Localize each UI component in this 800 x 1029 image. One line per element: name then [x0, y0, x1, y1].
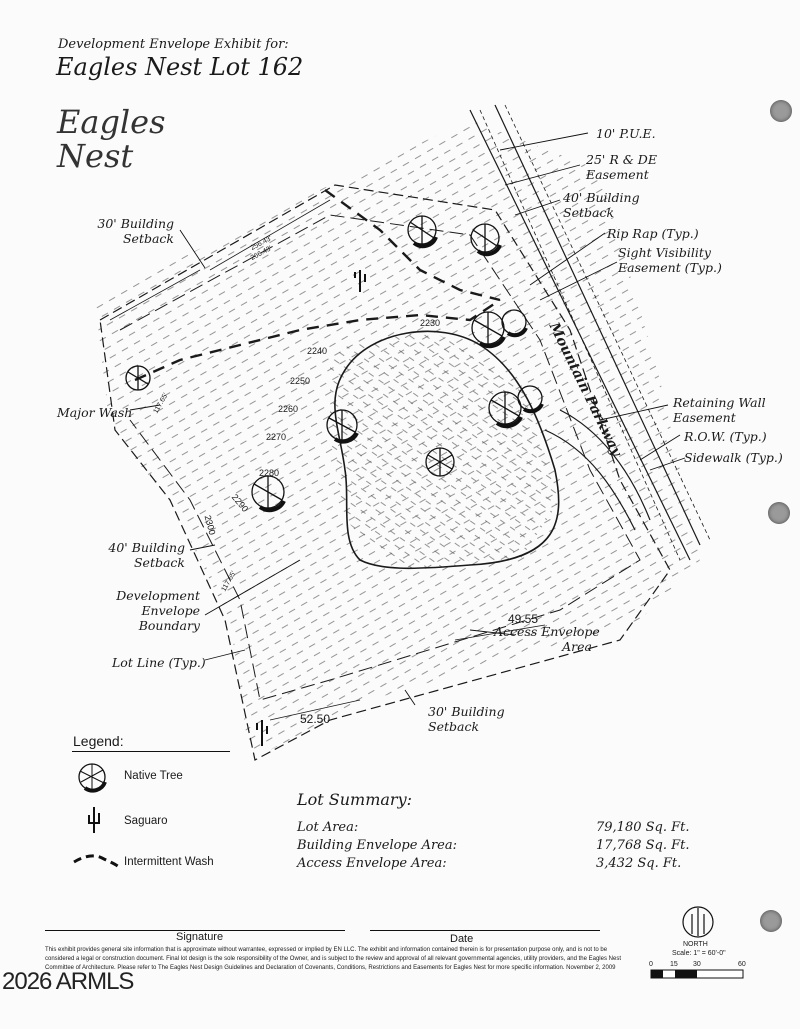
contour-label: 2240 — [307, 346, 328, 356]
building-setback-40-left: 40' Building Setback — [100, 540, 185, 570]
rde-line-1: 25' R & DE — [586, 152, 657, 167]
native-tree-icon — [517, 385, 544, 414]
summary-label: Lot Area: — [297, 820, 359, 835]
rip-rap-label: Rip Rap (Typ.) — [607, 226, 699, 241]
summary-value: 3,432 Sq. Ft. — [596, 856, 682, 871]
signature-line — [45, 930, 345, 931]
retain-line-2: Easement — [673, 410, 736, 425]
scale-tick: 60 — [738, 961, 746, 968]
setback-line-2: Setback — [563, 205, 615, 220]
native-trees — [125, 215, 544, 513]
access-line-1: Access Envelope — [494, 624, 600, 639]
contour-label: 2280 — [259, 468, 280, 478]
north-arrow-graphic — [682, 906, 714, 938]
lot-line — [99, 184, 671, 761]
eagles-nest-logo: Eagles Nest — [57, 103, 166, 175]
legend-heading: Legend: — [73, 733, 124, 749]
scale-label: Scale: 1" = 60'-0" — [672, 950, 726, 957]
setback-line-2: Setback — [133, 555, 185, 570]
scale-tick: 0 — [649, 961, 653, 968]
native-tree-icon — [407, 215, 438, 249]
scale-tick: 15 — [670, 961, 678, 968]
saguaro-icon — [88, 807, 100, 833]
legend-underline — [72, 751, 230, 752]
building-setback-30-left: 30' Building Setback — [92, 216, 174, 246]
pue-label: 10' P.U.E. — [596, 126, 656, 141]
setback-line-1: 40' Building — [563, 190, 640, 205]
dev-line-1: Development — [116, 588, 200, 603]
contour-label: 2260 — [278, 404, 299, 414]
native-tree-icon — [488, 391, 523, 429]
retaining-wall-label: Retaining Wall Easement — [673, 395, 766, 425]
sight-visibility-label: Sight Visibility Easement (Typ.) — [618, 245, 722, 275]
binder-hole — [770, 100, 792, 122]
saguaro-icon — [354, 270, 366, 292]
building-setback-30-bottom: 30' Building Setback — [428, 704, 505, 734]
contour-label: 2270 — [266, 432, 287, 442]
exhibit-title: Eagles Nest Lot 162 — [56, 53, 304, 81]
setback-line-1: 30' Building — [97, 216, 174, 231]
native-tree-icon — [326, 409, 359, 444]
lot-summary-heading: Lot Summary: — [297, 790, 412, 809]
native-tree-icon — [251, 475, 286, 513]
contour-label: 2230 — [420, 318, 441, 328]
access-line-2: Area — [562, 639, 592, 654]
setback-line-1: 30' Building — [428, 704, 505, 719]
summary-value: 17,768 Sq. Ft. — [596, 838, 690, 853]
row-label: R.O.W. (Typ.) — [684, 429, 767, 444]
saguaro-icon — [256, 720, 268, 746]
setback-line-2: Setback — [428, 719, 480, 734]
legend-item-label: Intermittent Wash — [124, 856, 214, 868]
road-edge-4 — [479, 109, 681, 561]
intermittent-wash — [134, 299, 501, 382]
native-tree-icon — [501, 309, 528, 338]
legend-item-label: Native Tree — [124, 770, 183, 782]
disclaimer-text: This exhibit provides general site infor… — [45, 947, 621, 971]
summary-label: Access Envelope Area: — [297, 856, 447, 871]
exhibit-subtitle: Development Envelope Exhibit for: — [58, 37, 289, 52]
summary-value: 79,180 Sq. Ft. — [596, 820, 690, 835]
sight-line-2: Easement (Typ.) — [618, 260, 722, 275]
rde-easement-label: 25' R & DE Easement — [586, 152, 657, 182]
dev-line-3: Boundary — [138, 618, 200, 633]
major-wash-label: Major Wash — [57, 405, 133, 420]
watermark: 2026 ARMLS — [2, 968, 134, 995]
native-tree-icon — [470, 223, 502, 257]
native-tree-icon — [78, 763, 107, 793]
retain-line-1: Retaining Wall — [673, 395, 766, 410]
native-tree-icon — [425, 447, 455, 477]
date-line — [370, 930, 600, 931]
binder-hole — [760, 910, 782, 932]
north-label: NORTH — [683, 941, 708, 948]
development-envelope-label: Development Envelope Boundary — [100, 588, 200, 633]
saguaros — [256, 270, 366, 746]
signature-label: Signature — [176, 931, 224, 943]
building-setback-40-top: 40' Building Setback — [563, 190, 640, 220]
road-edge-3 — [504, 104, 711, 541]
dev-line-2: Envelope — [141, 603, 200, 618]
access-envelope-label: Access Envelope Area — [494, 624, 600, 654]
date-label: Date — [450, 933, 474, 945]
scale-bar-graphic — [650, 969, 744, 979]
setback-line-1: 40' Building — [108, 540, 185, 555]
wash-branch — [324, 189, 501, 302]
driveway — [559, 409, 651, 521]
legend-item-label: Saguaro — [124, 815, 168, 827]
dimension-label: 52.50 — [300, 712, 331, 726]
rde-line-2: Easement — [586, 167, 649, 182]
binder-hole — [768, 502, 790, 524]
setback-line-2: Setback — [122, 231, 174, 246]
sight-line-1: Sight Visibility — [618, 245, 711, 260]
dimension-label: 49.55 — [508, 612, 539, 626]
scale-tick: 30 — [693, 961, 701, 968]
contour-hatching — [95, 120, 700, 760]
summary-label: Building Envelope Area: — [297, 838, 458, 853]
native-tree-icon — [125, 365, 151, 391]
sidewalk-label: Sidewalk (Typ.) — [684, 450, 783, 465]
intermittent-wash-icon — [73, 854, 122, 870]
contour-label: 2250 — [290, 376, 311, 386]
lot-line-label: Lot Line (Typ.) — [112, 655, 206, 670]
